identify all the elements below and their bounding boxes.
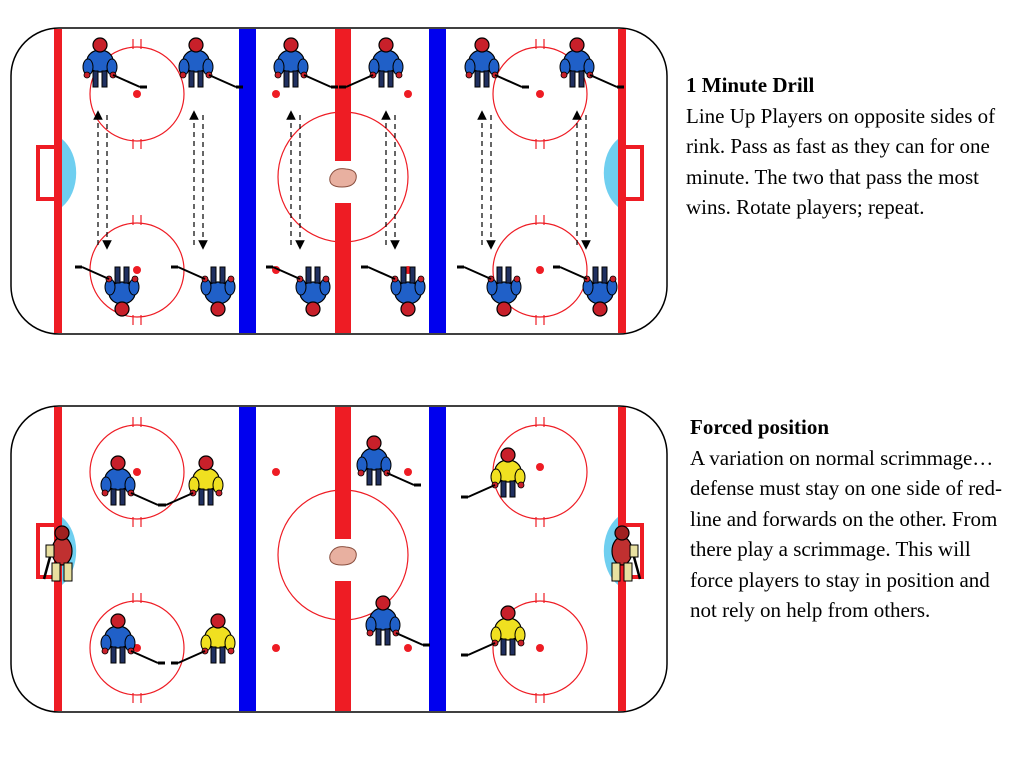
hash-marks xyxy=(132,417,545,703)
drill-title: 1 Minute Drill xyxy=(686,73,815,97)
goalie-icon xyxy=(42,525,73,582)
drill-body: Line Up Players on opposite sides of rin… xyxy=(686,103,996,220)
faceoff-circle xyxy=(89,424,185,520)
hockey-player-icon xyxy=(356,435,421,487)
hockey-player-icon xyxy=(461,447,526,499)
goalie-icon xyxy=(611,525,642,582)
goal-net-left xyxy=(36,523,54,579)
drill-body: A variation on normal scrimmage…defense … xyxy=(690,445,1002,623)
hockey-player-icon xyxy=(100,613,165,665)
hockey-player-icon xyxy=(361,265,426,317)
hockey-player-icon xyxy=(178,37,243,89)
hockey-player-icon xyxy=(461,605,526,657)
goal-crease-right xyxy=(603,139,618,207)
hockey-player-icon xyxy=(464,37,529,89)
puck-logo-icon xyxy=(329,546,357,566)
center-red-line-top xyxy=(335,29,351,161)
hockey-player-icon xyxy=(266,265,331,317)
center-red-line-top xyxy=(335,407,351,539)
hockey-player-icon xyxy=(553,265,618,317)
puck-logo-icon xyxy=(329,168,357,188)
players xyxy=(42,435,642,665)
center-red-line-bottom xyxy=(335,581,351,711)
hockey-player-icon xyxy=(365,595,430,647)
hockey-player-icon xyxy=(273,37,338,89)
hockey-player-icon xyxy=(457,265,522,317)
players xyxy=(75,37,624,317)
goal-net-right xyxy=(626,145,644,201)
hockey-player-icon xyxy=(82,37,147,89)
goal-net-left xyxy=(36,145,54,201)
drill-title: Forced position xyxy=(690,415,830,439)
faceoff-circle xyxy=(492,46,588,142)
blue-line-right xyxy=(429,29,446,333)
goal-line-left xyxy=(54,29,62,333)
faceoff-circle xyxy=(492,222,588,318)
hockey-player-icon xyxy=(339,37,404,89)
pass-arrows xyxy=(93,110,591,250)
faceoff-circle xyxy=(89,600,185,696)
goal-crease-left xyxy=(62,139,77,207)
rink-diagram-2 xyxy=(8,405,670,715)
hockey-player-icon xyxy=(100,455,165,507)
center-circle xyxy=(277,489,409,621)
hockey-player-icon xyxy=(171,265,236,317)
center-circle xyxy=(277,111,409,243)
hockey-player-icon xyxy=(171,613,236,665)
hockey-player-icon xyxy=(75,265,140,317)
hockey-rink xyxy=(10,405,668,713)
faceoff-dots xyxy=(133,463,544,652)
hockey-player-icon xyxy=(159,455,224,507)
drill-description-2: Forced position A variation on normal sc… xyxy=(690,412,1010,626)
faceoff-circle xyxy=(492,600,588,696)
goal-line-right xyxy=(618,29,626,333)
goal-net-right xyxy=(626,523,644,579)
rink-diagram-1 xyxy=(8,27,670,337)
hash-marks xyxy=(132,39,545,325)
drill-description-1: 1 Minute Drill Line Up Players on opposi… xyxy=(686,70,1006,223)
hockey-rink xyxy=(10,27,668,335)
blue-line-right xyxy=(429,407,446,711)
blue-line-left xyxy=(239,29,256,333)
hockey-player-icon xyxy=(559,37,624,89)
blue-line-left xyxy=(239,407,256,711)
center-red-line-bottom xyxy=(335,203,351,333)
faceoff-circle xyxy=(89,46,185,142)
